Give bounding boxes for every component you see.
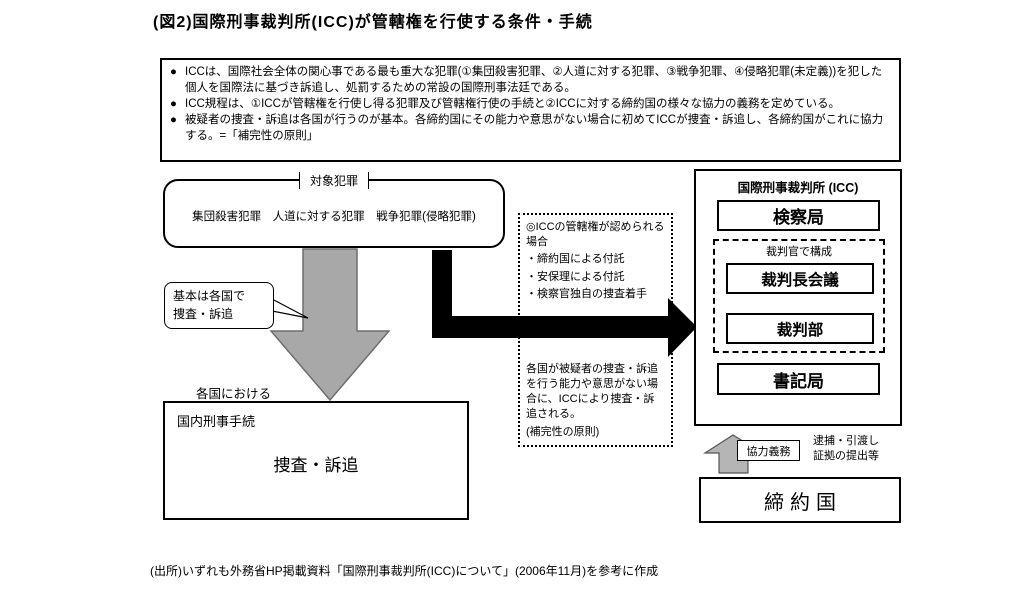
registry-box: 書記局 [717,363,880,395]
domestic-proceedings-box: 国内刑事手続 捜査・訴追 [163,401,469,520]
target-crimes-label: 対象犯罪 [298,172,370,189]
states-parties-box: 締約国 [699,477,901,523]
domestic-heading: 各国における [196,387,272,401]
summary-bullet: ● ICC規程は、①ICCが管轄権を行使し得る犯罪及び管轄権行使の手続と②ICC… [170,96,891,112]
complementarity-principle: (補完性の原則) [526,425,600,438]
condition-item: ・検察官独自の捜査着手 [526,287,647,300]
judges-group-box: 裁判官で構成 裁判長会議 裁判部 [713,239,885,353]
callout-domestic-principle: 基本は各国で 捜査・訴追 [164,282,274,329]
chambers-box: 裁判部 [726,313,874,344]
bullet-marker: ● [170,98,177,111]
conditions-heading: ◎ICCの管轄権が認められる場合 [526,221,665,249]
source-note: (出所)いずれも外務省HP掲載資料「国際刑事裁判所(ICC)について」(2006… [150,564,659,578]
prosecutor-office-box: 検察局 [717,200,880,231]
cooperation-duty-label: 協力義務 [737,440,800,461]
summary-bullet: ● ICCは、国際社会全体の関心事である最も重大な犯罪(①集団殺害犯罪、②人道に… [170,64,891,96]
icc-court-box: 国際刑事裁判所 (ICC) 検察局 裁判官で構成 裁判長会議 裁判部 書記局 [694,169,902,426]
bullet-text: ICCは、国際社会全体の関心事である最も重大な犯罪(①集団殺害犯罪、②人道に対す… [185,66,883,95]
bullet-marker: ● [170,66,177,78]
judges-group-label: 裁判官で構成 [766,246,832,258]
target-crimes-list: 集団殺害犯罪 人道に対する犯罪 戦争犯罪(侵略犯罪) [192,211,476,223]
summary-box: ● ICCは、国際社会全体の関心事である最も重大な犯罪(①集団殺害犯罪、②人道に… [160,58,901,162]
condition-item: ・締約国による付託 [526,253,625,266]
cooperation-details: 逮捕・引渡し 証拠の提出等 [813,435,879,463]
domestic-proceedings-content: 捜査・訴追 [273,456,359,475]
icc-jurisdiction-conditions-box: ◎ICCの管轄権が認められる場合 ・締約国による付託 ・安保理による付託 ・検察… [518,213,673,447]
figure-title: (図2)国際刑事裁判所(ICC)が管轄権を行使する条件・手続 [153,14,593,31]
condition-item: ・安保理による付託 [526,270,625,283]
callout-tail [271,298,309,319]
bullet-text: 被疑者の捜査・訴追は各国が行うのが基本。各締約国にその能力や意思がない場合に初め… [185,114,884,143]
bullet-marker: ● [170,114,177,127]
target-crimes-box: 対象犯罪 集団殺害犯罪 人道に対する犯罪 戦争犯罪(侵略犯罪) [163,172,505,248]
presidency-box: 裁判長会議 [726,263,874,294]
summary-bullet: ● 被疑者の捜査・訴追は各国が行うのが基本。各締約国にその能力や意思がない場合に… [170,112,891,144]
domestic-proceedings-label: 国内刑事手続 [177,414,256,429]
complementarity-note: 各国が被疑者の捜査・訴追を行う能力や意思がない場合に、ICCにより捜査・訴追され… [526,362,658,421]
bullet-text: ICC規程は、①ICCが管轄権を行使し得る犯罪及び管轄権行使の手続と②ICCに対… [185,98,841,111]
down-arrow [269,248,391,402]
icc-court-title: 国際刑事裁判所 (ICC) [737,181,859,195]
